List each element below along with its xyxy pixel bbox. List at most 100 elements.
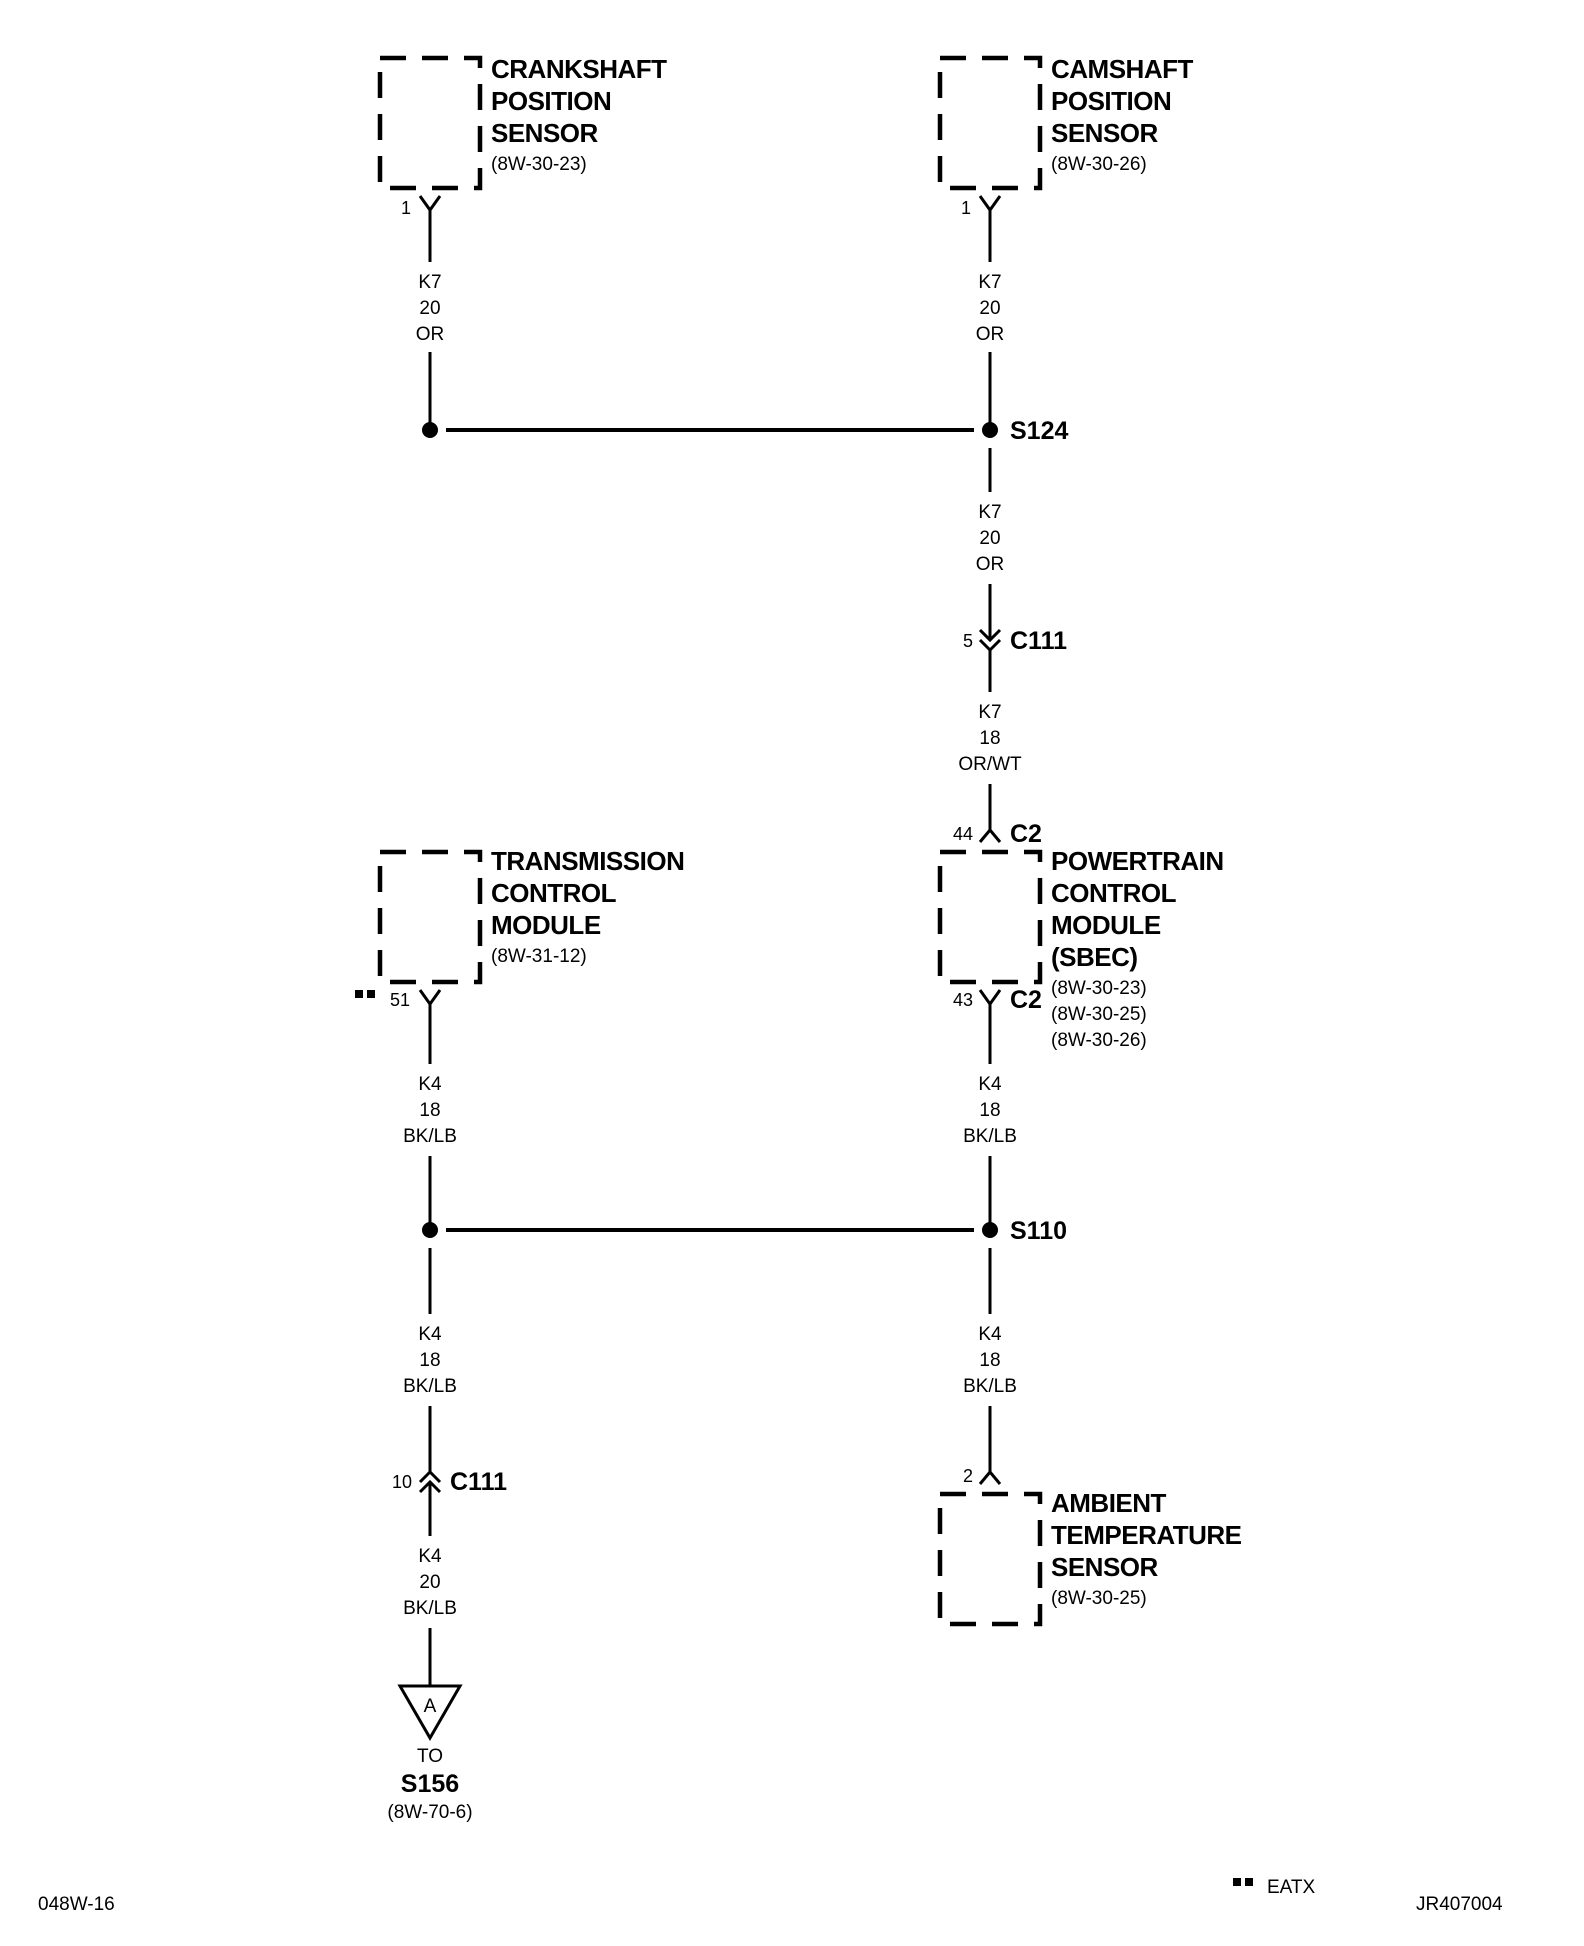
c111-top-pin: 5 [963,631,973,651]
tcm-title-line3: MODULE [491,910,601,940]
tcm-title-line2: CONTROL [491,878,617,908]
wire-gauge: 20 [419,298,440,319]
c111-bottom-name: C111 [450,1468,507,1496]
wire-label-splice-c111: K4 18 BK/LB [403,1324,457,1397]
pcm-bottom-connector-icon [978,989,1002,1007]
footer-figure-id: 048W-16 [38,1894,115,1915]
ambient-pin: 2 [963,1466,973,1486]
eatx-legend-icon [1245,1878,1253,1886]
wire-gauge: 18 [979,1350,1000,1371]
offpage-destination: S156 [401,1770,459,1798]
ambient-ref: (8W-30-25) [1051,1588,1147,1609]
pcm-top-connector-icon [978,827,1002,843]
wire-color: BK/LB [403,1126,457,1147]
wire-label-c111-a: K4 20 BK/LB [403,1546,457,1619]
ambient-title-line1: AMBIENT [1051,1488,1167,1518]
pcm-title-line4: (SBEC) [1051,942,1138,972]
wire-circuit: K7 [978,702,1001,723]
wire-color: BK/LB [963,1126,1017,1147]
wire-color: OR [976,554,1005,575]
ambient-sensor-box [937,1491,1043,1627]
splice-label-s124: S124 [1010,417,1068,445]
eatx-legend-icon [1233,1878,1241,1886]
wire-circuit: K7 [978,272,1001,293]
offpage-letter: A [424,1696,437,1717]
camshaft-connector-icon [978,195,1002,213]
wire-color: OR/WT [958,754,1022,775]
tcm-ref: (8W-31-12) [491,946,587,967]
wire-gauge: 20 [419,1572,440,1593]
wire-gauge: 18 [419,1100,440,1121]
pcm-title-line3: MODULE [1051,910,1161,940]
tcm-connector-icon [418,989,442,1007]
c111-top-name: C111 [1010,627,1067,655]
crankshaft-ref: (8W-30-23) [491,154,587,175]
c111-bottom-pin: 10 [392,1472,412,1492]
wire-gauge: 20 [979,298,1000,319]
wire-color: BK/LB [963,1376,1017,1397]
pcm-ref-1: (8W-30-23) [1051,978,1147,999]
camshaft-sensor-box [937,55,1043,191]
crankshaft-sensor-box [377,55,483,191]
pcm-title-line2: CONTROL [1051,878,1177,908]
eatx-marker-icon [367,990,375,998]
ambient-title-line2: TEMPERATURE [1051,1520,1242,1550]
pcm-ref-2: (8W-30-25) [1051,1004,1147,1025]
wire-label-tcm-splice: K4 18 BK/LB [403,1074,457,1147]
wire-circuit: K4 [418,1546,442,1567]
crankshaft-position-sensor: CRANKSHAFT POSITION SENSOR (8W-30-23) 1 [377,54,668,218]
wire-label-s110-ambient: K4 18 BK/LB [963,1324,1017,1397]
splice-dot-s110 [982,1222,998,1238]
wire-circuit: K4 [418,1324,442,1345]
footer-legend: EATX [1233,1877,1316,1898]
wire-circuit: K4 [418,1074,442,1095]
crankshaft-title-line1: CRANKSHAFT [491,54,667,84]
wire-circuit: K7 [978,502,1001,523]
c111-connector-top: 5 C111 [963,627,1067,655]
crankshaft-connector-icon [418,195,442,213]
crankshaft-pin: 1 [401,198,411,218]
pcm-title-line1: POWERTRAIN [1051,846,1224,876]
pcm-box [937,849,1043,985]
camshaft-pin: 1 [961,198,971,218]
camshaft-position-sensor: CAMSHAFT POSITION SENSOR (8W-30-26) 1 [937,54,1194,218]
crankshaft-title-line2: POSITION [491,86,611,116]
tcm-box [377,849,483,985]
pcm-connector-bottom: C2 [1010,986,1042,1014]
offpage-connector-a: A TO S156 (8W-70-6) [387,1684,473,1823]
offpage-triangle-icon [397,1684,463,1742]
splice-dot-left-s124 [422,422,438,438]
c111-connector-bottom: 10 C111 [392,1468,507,1496]
camshaft-title-line1: CAMSHAFT [1051,54,1193,84]
footer-legend-label: EATX [1267,1877,1316,1898]
wire-label-s124-c111: K7 20 OR [976,502,1005,575]
pcm-ref-3: (8W-30-26) [1051,1030,1147,1051]
wire-circuit: K4 [978,1324,1002,1345]
wire-color: BK/LB [403,1376,457,1397]
pcm-pin-bottom: 43 [953,990,973,1010]
wire-label-c111-pcm: K7 18 OR/WT [958,702,1022,775]
ambient-title-line3: SENSOR [1051,1552,1159,1582]
transmission-control-module: TRANSMISSION CONTROL MODULE (8W-31-12) 5… [355,846,685,1010]
wire-gauge: 18 [419,1350,440,1371]
wire-gauge: 18 [979,1100,1000,1121]
splice-dot-left-s110 [422,1222,438,1238]
ambient-connector-icon [978,1469,1002,1485]
offpage-to: TO [417,1746,443,1767]
wire-gauge: 20 [979,528,1000,549]
tcm-pin: 51 [390,990,410,1010]
crankshaft-title-line3: SENSOR [491,118,599,148]
wire-label-pcm-s110: K4 18 BK/LB [963,1074,1017,1147]
footer-drawing-number: JR407004 [1416,1894,1503,1915]
eatx-marker-icon [355,990,363,998]
camshaft-title-line3: SENSOR [1051,118,1159,148]
camshaft-ref: (8W-30-26) [1051,154,1147,175]
splice-dot-s124 [982,422,998,438]
wire-label-crank: K7 20 OR [416,272,445,345]
wire-color: OR [976,324,1005,345]
tcm-title-line1: TRANSMISSION [491,846,684,876]
wire-color: BK/LB [403,1598,457,1619]
wire-gauge: 18 [979,728,1000,749]
offpage-ref: (8W-70-6) [387,1802,472,1823]
